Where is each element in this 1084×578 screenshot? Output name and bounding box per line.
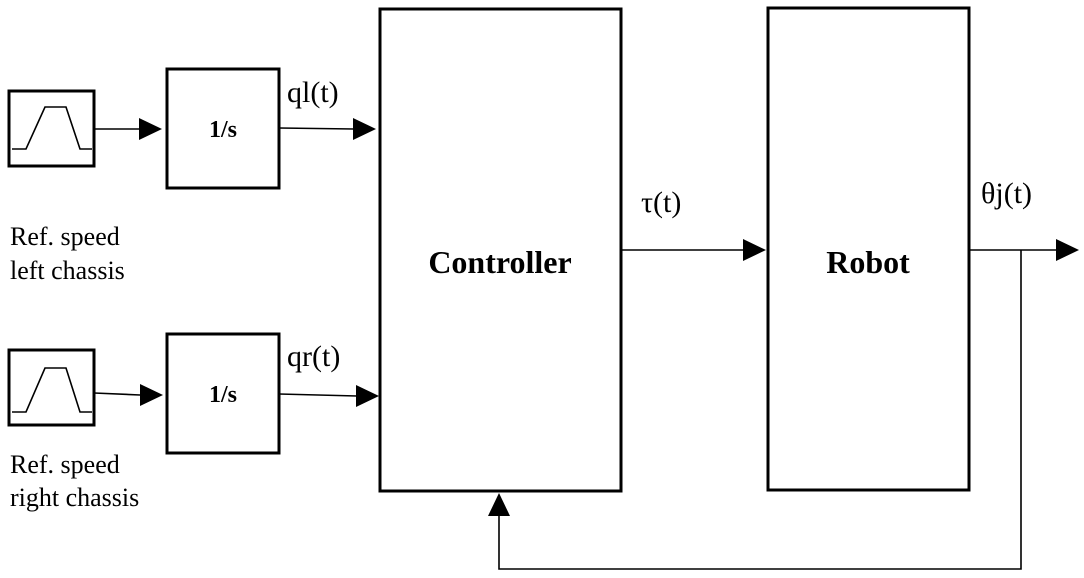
controller-label: Controller [428,244,571,280]
ref-speed-left-caption-1: Ref. speed [10,222,120,251]
arrow-source-left-to-integrator [94,118,162,140]
ref-speed-left-caption-2: left chassis [10,256,125,285]
trapezoid-profile-icon [12,106,92,150]
ref-speed-right-caption-2: right chassis [10,483,139,512]
integrator-right-label: 1/s [209,382,237,408]
robot-label: Robot [826,244,910,280]
arrow-qr-to-controller [278,385,379,407]
arrow-theta-output [969,239,1079,261]
trapezoid-profile-icon [12,367,92,413]
ref-speed-left-source [7,89,96,168]
integrator-left-label: 1/s [209,117,237,143]
arrow-tau-to-robot [621,239,766,261]
signal-ql-label: ql(t) [287,76,339,109]
robot-block: Robot [766,6,971,492]
signal-theta-label: θj(t) [981,177,1032,210]
integrator-left-block: 1/s [165,67,281,190]
feedback-path [488,250,1022,570]
arrow-source-right-to-integrator [93,384,163,406]
integrator-right-block: 1/s [165,332,281,455]
controller-block: Controller [378,7,623,493]
ref-speed-right-source [7,348,96,427]
arrow-ql-to-controller [278,118,376,140]
ref-speed-right-caption-1: Ref. speed [10,450,120,479]
signal-qr-label: qr(t) [287,340,340,373]
signal-tau-label: τ(t) [641,186,681,219]
